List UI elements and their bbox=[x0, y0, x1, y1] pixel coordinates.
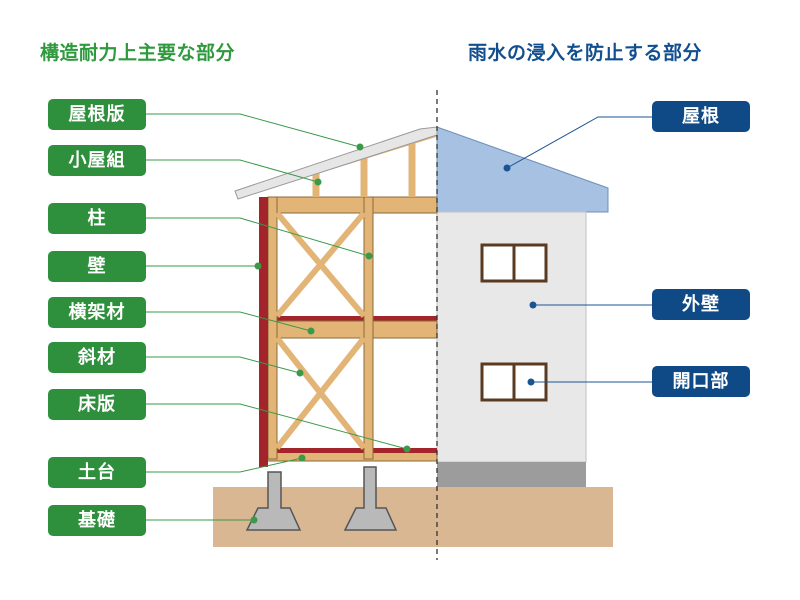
label-wall: 壁 bbox=[48, 251, 146, 282]
floor-beam-middle bbox=[268, 316, 437, 321]
horizontal-beam bbox=[267, 320, 438, 339]
roof-finished bbox=[436, 126, 609, 213]
label-roof-truss: 小屋組 bbox=[48, 145, 146, 176]
label-brace: 斜材 bbox=[48, 342, 146, 373]
post-middle bbox=[363, 196, 374, 460]
wall-base bbox=[437, 462, 586, 487]
sill bbox=[261, 451, 438, 462]
label-opening: 開口部 bbox=[652, 366, 750, 397]
label-post: 柱 bbox=[48, 203, 146, 234]
brace-lower bbox=[274, 336, 367, 450]
floor-beam-lower bbox=[268, 448, 437, 453]
waterproof-dots bbox=[503, 164, 537, 386]
label-foundation: 基礎 bbox=[48, 505, 146, 536]
structural-leaders bbox=[146, 113, 408, 521]
label-roof: 屋根 bbox=[652, 101, 750, 132]
label-roof-board: 屋根版 bbox=[48, 99, 146, 130]
foundation bbox=[245, 466, 398, 531]
post-left bbox=[267, 196, 278, 460]
label-sill: 土台 bbox=[48, 457, 146, 488]
structural-parts-heading: 構造耐力上主要な部分 bbox=[40, 42, 236, 64]
window-upper bbox=[480, 243, 548, 283]
wall-edge bbox=[259, 197, 268, 467]
waterproof-parts-heading: 雨水の浸入を防止する部分 bbox=[468, 42, 703, 64]
structural-dots bbox=[250, 143, 411, 524]
roof-board bbox=[234, 126, 438, 200]
waterproof-leaders bbox=[506, 116, 652, 383]
brace-upper bbox=[274, 211, 367, 318]
label-exterior-wall: 外壁 bbox=[652, 289, 750, 320]
label-floor-board: 床版 bbox=[48, 389, 146, 420]
top-plate bbox=[267, 196, 438, 214]
label-horizontal-member: 横架材 bbox=[48, 297, 146, 328]
